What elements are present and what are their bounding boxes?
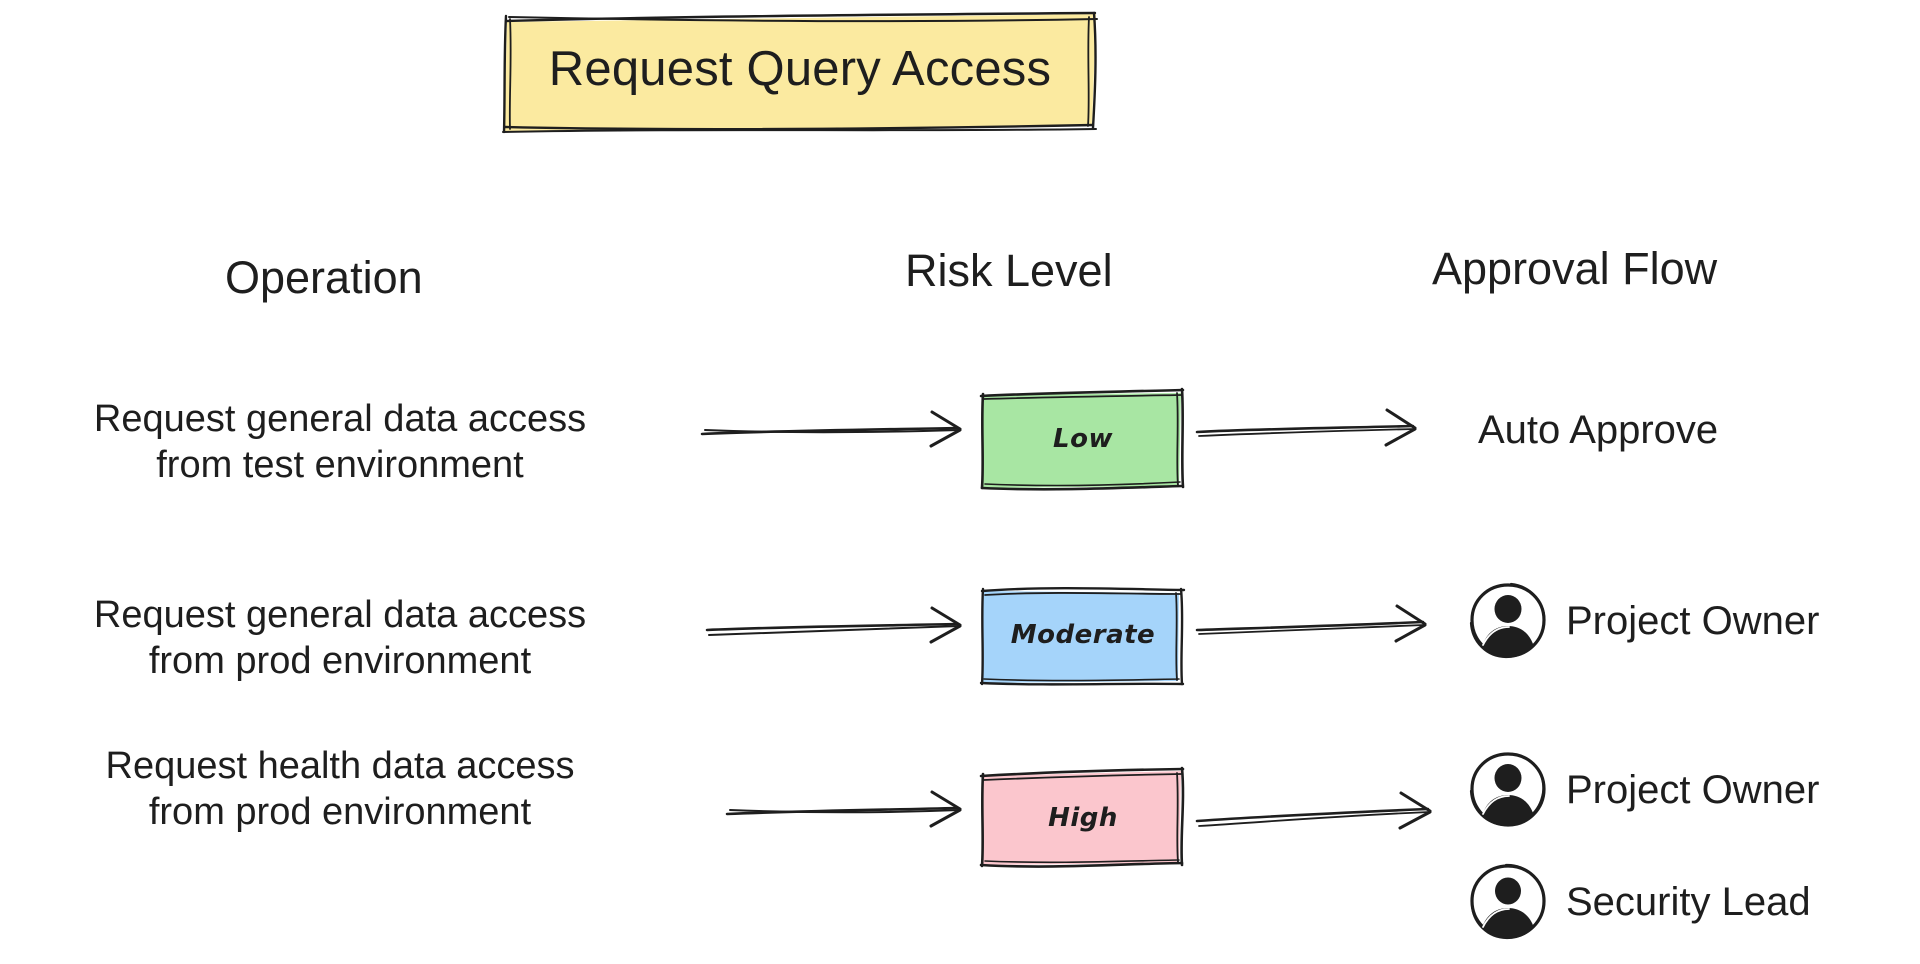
risk-box-high-label: High xyxy=(1048,803,1118,833)
operation-line: from prod environment xyxy=(148,791,532,834)
risk-box-moderate-shape xyxy=(979,587,1186,686)
approval-entry-project-owner-row-3[interactable]: Project Owner xyxy=(1468,750,1819,830)
approval-entry-project-owner-row-2[interactable]: Project Owner xyxy=(1468,581,1819,661)
risk-box-high[interactable]: High xyxy=(979,766,1187,870)
diagram-title-banner: Request Query Access xyxy=(500,8,1100,134)
risk-box-moderate-label: Moderate xyxy=(1010,620,1156,650)
approval-entry-auto-approve[interactable]: Auto Approve xyxy=(1478,408,1718,453)
operation-line: from test environment xyxy=(156,444,524,487)
approval-label: Security Lead xyxy=(1566,879,1811,924)
approval-entry-security-lead-row-3[interactable]: Security Lead xyxy=(1468,862,1811,942)
risk-box-moderate[interactable]: Moderate xyxy=(979,583,1187,687)
risk-box-high-shape xyxy=(979,766,1185,868)
title-banner-shape xyxy=(502,11,1098,134)
user-avatar-icon xyxy=(1468,750,1548,830)
risk-box-low-label: Low xyxy=(1053,424,1113,454)
diagram-title-text: Request Query Access xyxy=(548,42,1052,96)
column-header-operation: Operation xyxy=(225,252,423,303)
operation-line: Request health data access xyxy=(105,745,575,787)
user-avatar-icon xyxy=(1468,862,1548,942)
arrow-risk-to-approval-2 xyxy=(1195,604,1427,643)
operation-line: Request general data access xyxy=(93,594,587,636)
arrow-risk-to-approval-3 xyxy=(1195,791,1432,830)
operation-label-row-2: Request general data access from prod en… xyxy=(0,592,680,685)
operation-line: Request general data access xyxy=(93,398,587,440)
arrow-operation-to-risk-3 xyxy=(725,790,962,828)
operation-label-row-1: Request general data access from test en… xyxy=(0,396,680,489)
operation-label-row-3: Request health data access from prod env… xyxy=(0,743,680,836)
user-avatar-icon xyxy=(1468,581,1548,661)
operation-line: from prod environment xyxy=(148,640,532,683)
column-header-risk-level: Risk Level xyxy=(905,245,1113,296)
arrow-operation-to-risk-1 xyxy=(700,410,962,448)
approval-label: Auto Approve xyxy=(1478,408,1719,452)
approval-label: Project Owner xyxy=(1566,767,1820,812)
arrow-operation-to-risk-2 xyxy=(705,606,962,644)
risk-box-low-shape xyxy=(979,387,1185,491)
risk-box-low[interactable]: Low xyxy=(979,387,1187,491)
column-header-approval-flow: Approval Flow xyxy=(1432,243,1718,294)
arrow-risk-to-approval-1 xyxy=(1195,408,1417,447)
approval-label: Project Owner xyxy=(1566,598,1820,643)
